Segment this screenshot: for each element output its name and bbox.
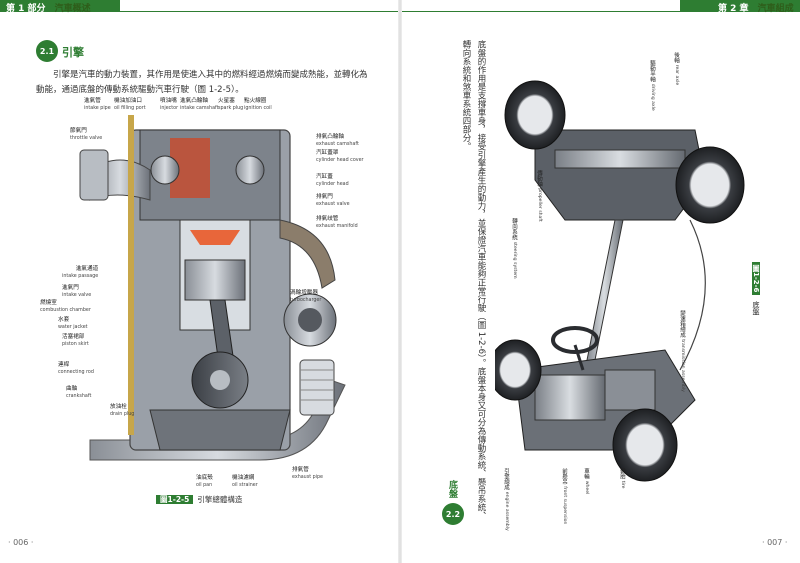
label-engine-assembly: 引擎總成 engine assembly — [503, 468, 509, 531]
label-steering-system: 轉向系統 steering system — [511, 218, 517, 279]
chapter-title: 汽車組成 — [757, 4, 794, 14]
section-title-chassis: 底盤 — [447, 480, 457, 498]
section-title-engine: 引擎 — [62, 46, 84, 59]
label-driving-axle: 驅動半軸 driving axle — [649, 60, 655, 111]
left-header-bar — [0, 0, 120, 11]
right-page: 第 2 章 汽車組成 底盤的作用是支撐車身，接受引擎產生的動力，並保證汽車能夠正… — [400, 0, 800, 563]
left-header: 第 1 部分 汽車概述 — [6, 1, 91, 14]
right-header-bar — [680, 0, 800, 11]
engine-cutaway-illustration — [79, 115, 346, 461]
label-tire: 輪胎 tire — [619, 468, 625, 489]
right-header: 第 2 章 汽車組成 — [718, 1, 794, 14]
chapter-label: 第 2 章 — [718, 4, 749, 14]
label-propeller-shaft: 傳動軸 propeller shaft — [536, 170, 542, 222]
chassis-paragraph: 底盤的作用是支撐車身，接受引擎產生的動力，並保證汽車能夠正常行駛（圖 1-2-6… — [461, 40, 486, 520]
figure-caption-1-2-6: 圖1-2-6 底盤 — [752, 262, 760, 315]
chassis-illustration — [495, 80, 745, 482]
figure-tag: 圖1-2-5 — [156, 495, 194, 504]
figure-tag-right: 圖1-2-6 — [752, 262, 760, 296]
left-header-line — [0, 11, 398, 12]
page-number-left: · 006 · — [8, 538, 34, 547]
label-rear-axle: 後軸 rear axle — [673, 52, 679, 86]
label-wheel: 車輪 wheel — [583, 468, 589, 495]
book-gutter — [398, 0, 402, 563]
section-badge-2-1: 2.1 — [36, 40, 58, 62]
right-header-line — [402, 11, 800, 12]
label-front-suspension: 前懸吊 front suspension — [561, 468, 567, 525]
label-transmission-assembly: 變速箱總成 transmission assembly — [679, 310, 685, 392]
section-badge-2-2: 2.2 — [442, 503, 464, 525]
part-label: 第 1 部分 — [6, 4, 46, 14]
left-page: 第 1 部分 汽車概述 2.1 引擎 引擎是汽車的動力裝置，其作用是使進入其中的… — [0, 0, 398, 547]
part-title: 汽車概述 — [54, 4, 91, 14]
engine-paragraph: 引擎是汽車的動力裝置，其作用是使進入其中的燃料經過燃燒而變成熱能，並轉化為動能，… — [36, 70, 368, 95]
page-number-right: · 007 · — [762, 538, 788, 547]
